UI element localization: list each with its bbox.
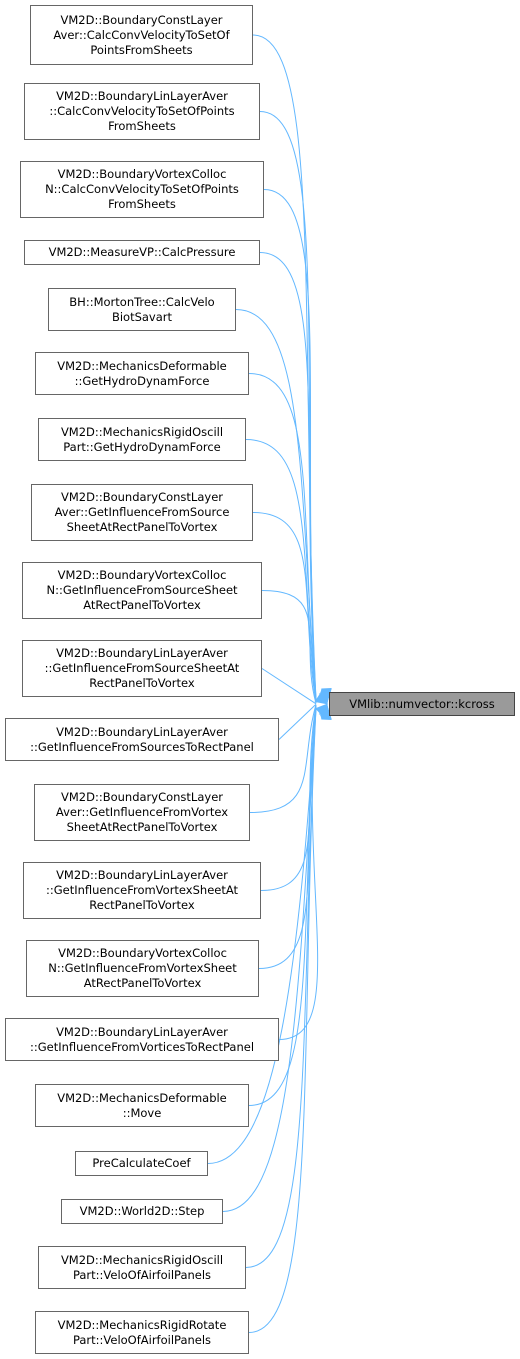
node-label: FromSheets (108, 119, 176, 133)
node-caller[interactable]: VM2D::BoundaryVortexColloc N::GetInfluen… (26, 940, 259, 997)
node-caller[interactable]: VM2D::BoundaryVortexColloc N::CalcConvVe… (20, 161, 264, 218)
node-caller[interactable]: VM2D::BoundaryConstLayer Aver::CalcConvV… (30, 5, 253, 65)
node-label: Part::GetHydroDynamForce (63, 439, 221, 454)
node-label: VM2D::MechanicsDeformable (57, 358, 227, 373)
node-caller[interactable]: VM2D::MechanicsDeformable ::Move (35, 1084, 249, 1127)
edge-line (249, 704, 317, 813)
node-label: N::GetInfluenceFromSourceSheet (46, 583, 238, 597)
node-label: VM2D::MechanicsRigidOscill (60, 1252, 224, 1267)
node-label: VM2D::MeasureVP::CalcPressure (48, 245, 236, 259)
node-label: VM2D::BoundaryConstLayer (60, 490, 223, 504)
edge-line (259, 252, 317, 702)
node-label: VM2D::BoundaryConstLayer (60, 12, 223, 27)
edge-line (261, 590, 317, 704)
edge-line (261, 668, 317, 705)
node-label: VM2D::BoundaryLinLayerAver (56, 724, 228, 739)
node-label: N::GetInfluenceFromVortexSheet (48, 961, 237, 975)
edge-line (248, 373, 317, 703)
node-caller[interactable]: VM2D::BoundaryLinLayerAver ::CalcConvVel… (24, 83, 260, 140)
edge-line (207, 706, 317, 1164)
edge-arrowhead (314, 693, 329, 705)
node-label: VMlib::numvector::kcross (349, 696, 495, 711)
node-caller[interactable]: VM2D::World2D::Step (61, 1199, 223, 1224)
node-caller[interactable]: VM2D::BoundaryLinLayerAver ::GetInfluenc… (5, 1018, 279, 1061)
node-label: VM2D::BoundaryConstLayer (60, 790, 223, 804)
node-label: VM2D::BoundaryLinLayerAver (56, 868, 228, 882)
node-label: ::GetInfluenceFromSourcesToRectPanel (30, 739, 254, 754)
node-label: VM2D::BoundaryLinLayerAver (56, 1024, 228, 1039)
node-label: VM2D::BoundaryVortexColloc (57, 568, 227, 582)
node-label: ::GetHydroDynamForce (74, 373, 210, 388)
node-caller[interactable]: VM2D::MechanicsDeformable ::GetHydroDyna… (35, 352, 249, 395)
node-label: Aver::GetInfluenceFromSource (54, 505, 230, 519)
node-label: PointsFromSheets (90, 42, 193, 57)
edge-line (245, 439, 317, 703)
node-label: VM2D::BoundaryLinLayerAver (56, 646, 228, 660)
node-label: Aver::CalcConvVelocityToSetOf (53, 27, 230, 42)
node-caller[interactable]: VM2D::BoundaryConstLayer Aver::GetInflue… (34, 784, 250, 841)
node-label: VM2D::MechanicsDeformable (57, 1090, 227, 1105)
node-caller[interactable]: VM2D::BoundaryLinLayerAver ::GetInfluenc… (23, 862, 261, 919)
node-label: FromSheets (108, 197, 176, 211)
node-label: Part::VeloOfAirfoilPanels (72, 1332, 212, 1347)
node-label: VM2D::BoundaryVortexColloc (58, 946, 227, 960)
edge-line (245, 707, 317, 1268)
node-label: VM2D::World2D::Step (79, 1204, 205, 1218)
node-caller[interactable]: VM2D::BoundaryLinLayerAver ::GetInfluenc… (5, 718, 279, 761)
node-label: N::CalcConvVelocityToSetOfPoints (45, 182, 239, 196)
edge-line (252, 34, 317, 700)
node-label: ::GetInfluenceFromVortexSheetAt (45, 883, 239, 897)
node-label: AtRectPanelToVortex (83, 976, 202, 990)
node-label: ::GetInfluenceFromVorticesToRectPanel (29, 1039, 255, 1054)
node-caller[interactable]: VM2D::BoundaryLinLayerAver ::GetInfluenc… (22, 640, 262, 697)
node-caller[interactable]: BH::MortonTree::CalcVelo BiotSavart (48, 288, 236, 331)
node-label: SheetAtRectPanelToVortex (66, 820, 218, 834)
node-target-kcross: VMlib::numvector::kcross (329, 692, 515, 716)
node-label: AtRectPanelToVortex (83, 598, 201, 612)
node-label: ::CalcConvVelocityToSetOfPoints (49, 104, 235, 118)
node-caller[interactable]: VM2D::BoundaryConstLayer Aver::GetInflue… (31, 484, 253, 541)
node-label: PreCalculateCoef (92, 1156, 191, 1170)
node-label: VM2D::MechanicsRigidRotate (57, 1317, 227, 1332)
node-caller[interactable]: VM2D::BoundaryVortexColloc N::GetInfluen… (22, 562, 262, 619)
node-caller[interactable]: PreCalculateCoef (75, 1151, 208, 1176)
node-label: BiotSavart (111, 309, 173, 324)
edge-line (222, 707, 317, 1212)
node-caller[interactable]: VM2D::MechanicsRigidRotate Part::VeloOfA… (35, 1311, 249, 1354)
node-label: VM2D::MechanicsRigidOscill (60, 424, 224, 439)
edge-line (248, 708, 317, 1333)
node-label: ::Move (122, 1105, 162, 1120)
node-label: VM2D::BoundaryLinLayerAver (56, 89, 228, 103)
node-label: Part::VeloOfAirfoilPanels (72, 1267, 212, 1282)
node-caller[interactable]: VM2D::MeasureVP::CalcPressure (24, 240, 260, 265)
edge-line (278, 703, 317, 740)
node-caller[interactable]: VM2D::MechanicsRigidOscill Part::VeloOfA… (38, 1246, 246, 1289)
node-label: Aver::GetInfluenceFromVortex (55, 805, 229, 819)
node-label: SheetAtRectPanelToVortex (66, 520, 218, 534)
node-label: VM2D::BoundaryVortexColloc (57, 167, 227, 181)
node-caller[interactable]: VM2D::MechanicsRigidOscill Part::GetHydr… (38, 418, 246, 461)
edge-line (252, 512, 317, 703)
node-label: RectPanelToVortex (89, 898, 195, 912)
node-label: ::GetInfluenceFromSourceSheetAt (44, 661, 240, 675)
edge-arrowhead (321, 706, 332, 721)
node-label: RectPanelToVortex (89, 676, 195, 690)
node-label: BH::MortonTree::CalcVelo (69, 294, 215, 309)
